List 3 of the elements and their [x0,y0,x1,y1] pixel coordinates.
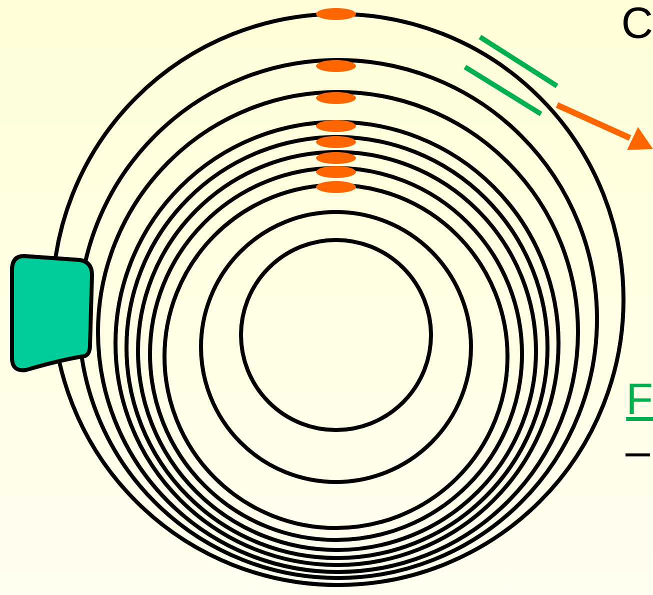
slide-text: C [621,2,653,46]
slide-text: – [626,430,650,474]
link-text: F [626,378,653,422]
